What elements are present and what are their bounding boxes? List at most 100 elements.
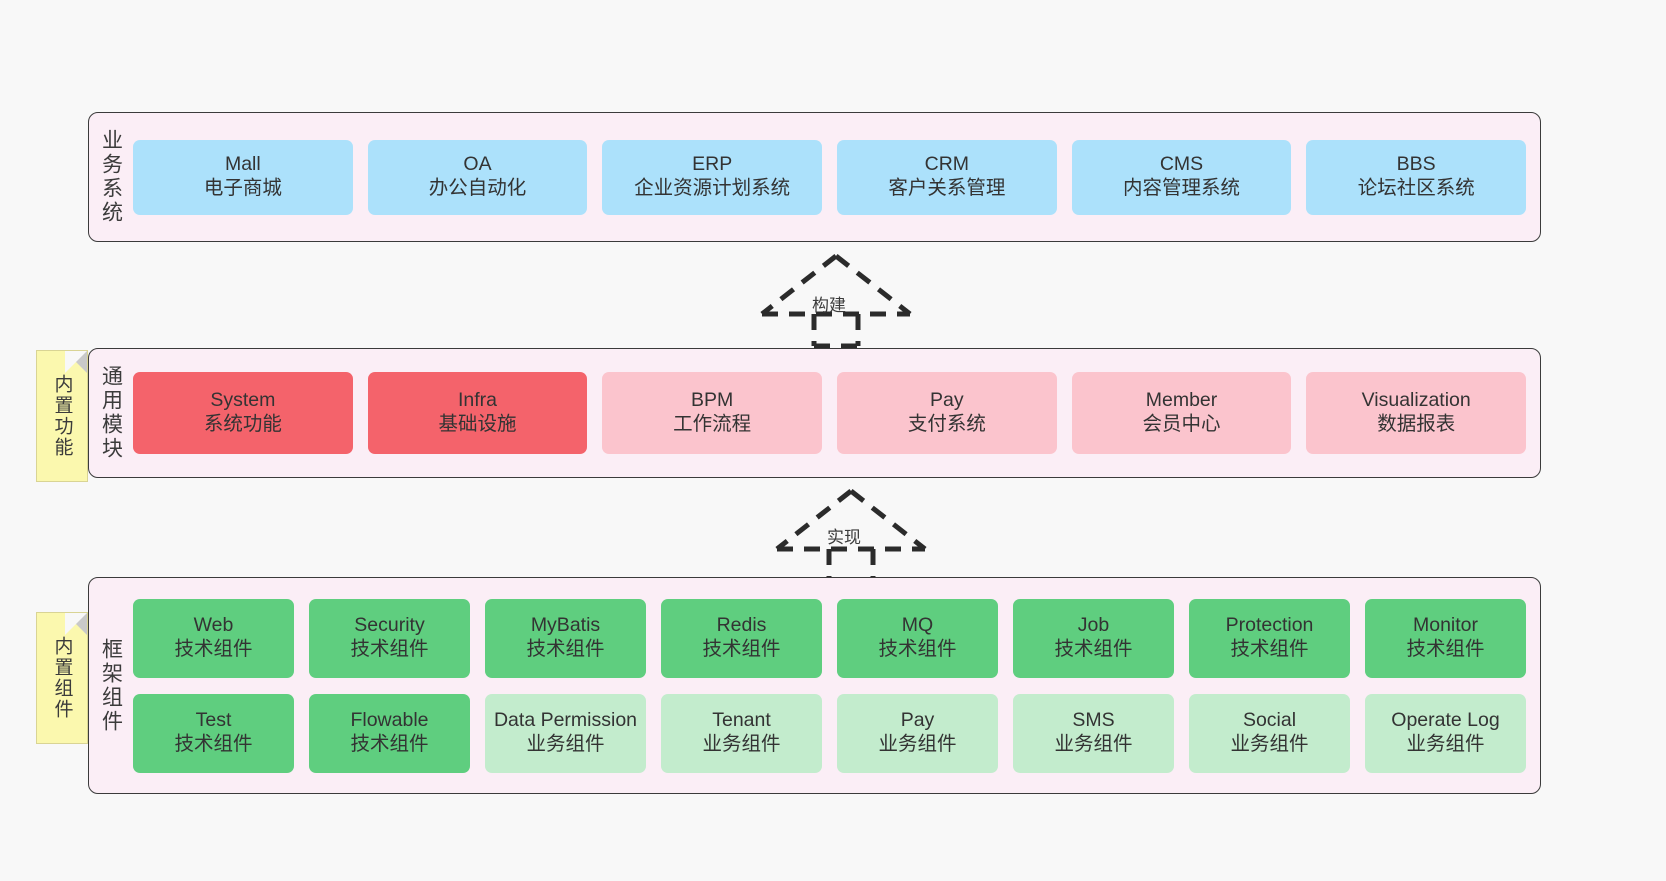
node-mybatis[interactable]: MyBatis 技术组件 (485, 598, 646, 678)
node-sms[interactable]: SMS 业务组件 (1013, 693, 1174, 773)
node-subtitle: 业务组件 (702, 733, 781, 755)
node-protection[interactable]: Protection 技术组件 (1189, 598, 1350, 678)
node-title: Pay (900, 709, 935, 732)
node-title: Member (1145, 389, 1218, 412)
layer-framework-component-body: Web 技术组件 Security 技术组件 MyBatis 技术组件 Redi… (133, 578, 1540, 793)
sticky-note-builtin-function: 内置功能 (36, 350, 88, 482)
layer-common-module: 通用模块 System 系统功能 Infra 基础设施 BPM 工作流程 Pay… (88, 348, 1541, 478)
node-mall[interactable]: Mall 电子商城 (133, 139, 353, 215)
node-subtitle: 技术组件 (1054, 638, 1133, 660)
layer-business-system-body: Mall 电子商城 OA 办公自动化 ERP 企业资源计划系统 CRM 客户关系… (133, 113, 1540, 241)
node-subtitle: 技术组件 (526, 638, 605, 660)
node-title: OA (463, 153, 492, 176)
node-pay-component[interactable]: Pay 业务组件 (837, 693, 998, 773)
node-subtitle: 支付系统 (907, 413, 986, 435)
node-title: Operate Log (1391, 709, 1500, 732)
node-bpm[interactable]: BPM 工作流程 (602, 372, 823, 454)
sticky-note-builtin-component: 内置组件 (36, 612, 88, 744)
node-title: Visualization (1361, 389, 1471, 412)
node-tenant[interactable]: Tenant 业务组件 (661, 693, 822, 773)
node-title: Redis (716, 614, 767, 637)
node-redis[interactable]: Redis 技术组件 (661, 598, 822, 678)
node-subtitle: 业务组件 (1054, 733, 1133, 755)
node-pay-module[interactable]: Pay 支付系统 (837, 372, 1057, 454)
node-title: Data Permission (493, 709, 638, 732)
node-subtitle: 系统功能 (203, 413, 282, 435)
node-subtitle: 办公自动化 (428, 177, 527, 199)
node-title: Job (1077, 614, 1110, 637)
sticky-note-builtin-component-label: 内置组件 (51, 636, 73, 720)
node-title: Mall (224, 153, 261, 176)
node-title: Monitor (1412, 614, 1479, 637)
node-title: Pay (930, 389, 964, 412)
node-subtitle: 业务组件 (878, 733, 957, 755)
node-subtitle: 技术组件 (878, 638, 957, 660)
node-data-permission[interactable]: Data Permission 业务组件 (485, 693, 646, 773)
node-web[interactable]: Web 技术组件 (133, 598, 294, 678)
node-infra[interactable]: Infra 基础设施 (367, 372, 588, 454)
node-title: BPM (691, 389, 734, 412)
node-title: Tenant (712, 709, 771, 732)
node-subtitle: 论坛社区系统 (1357, 177, 1475, 199)
node-monitor[interactable]: Monitor 技术组件 (1365, 598, 1526, 678)
node-subtitle: 内容管理系统 (1123, 177, 1241, 199)
layer-common-module-title: 通用模块 (99, 365, 123, 461)
connector-build-arrow (760, 254, 912, 348)
node-subtitle: 技术组件 (174, 638, 253, 660)
node-subtitle: 业务组件 (1230, 733, 1309, 755)
node-title: Infra (457, 389, 498, 412)
node-title: MQ (901, 614, 934, 637)
node-title: CMS (1159, 153, 1204, 176)
node-security[interactable]: Security 技术组件 (309, 598, 470, 678)
layer-framework-component-title: 框架组件 (99, 637, 123, 734)
node-row: Mall 电子商城 OA 办公自动化 ERP 企业资源计划系统 CRM 客户关系… (133, 139, 1527, 215)
node-cms[interactable]: CMS 内容管理系统 (1071, 139, 1292, 215)
node-subtitle: 技术组件 (1230, 638, 1309, 660)
node-title: System (210, 389, 276, 412)
node-crm[interactable]: CRM 客户关系管理 (837, 139, 1057, 215)
node-bbs[interactable]: BBS 论坛社区系统 (1306, 139, 1527, 215)
node-title: SMS (1072, 709, 1115, 732)
node-oa[interactable]: OA 办公自动化 (367, 139, 588, 215)
node-row: Test 技术组件 Flowable 技术组件 Data Permission … (133, 693, 1526, 773)
node-subtitle: 工作流程 (673, 413, 752, 435)
node-title: BBS (1396, 153, 1436, 176)
node-visualization[interactable]: Visualization 数据报表 (1306, 372, 1527, 454)
node-title: Security (354, 614, 425, 637)
connector-implement-label: 实现 (827, 528, 861, 547)
node-job[interactable]: Job 技术组件 (1013, 598, 1174, 678)
node-subtitle: 企业资源计划系统 (634, 177, 791, 199)
node-subtitle: 技术组件 (350, 638, 429, 660)
node-row: Web 技术组件 Security 技术组件 MyBatis 技术组件 Redi… (133, 598, 1526, 678)
node-system[interactable]: System 系统功能 (133, 372, 353, 454)
node-operate-log[interactable]: Operate Log 业务组件 (1365, 693, 1526, 773)
node-subtitle: 业务组件 (1406, 733, 1485, 755)
node-subtitle: 技术组件 (1406, 638, 1485, 660)
sticky-note-builtin-function-label: 内置功能 (51, 374, 73, 458)
node-title: Web (193, 614, 234, 637)
node-subtitle: 客户关系管理 (888, 177, 1006, 199)
node-subtitle: 基础设施 (438, 413, 517, 435)
node-title: ERP (692, 153, 733, 176)
layer-framework-component: 框架组件 Web 技术组件 Security 技术组件 MyBatis 技术组件… (88, 577, 1541, 794)
node-erp[interactable]: ERP 企业资源计划系统 (602, 139, 823, 215)
node-title: Social (1242, 709, 1297, 732)
node-title: Test (195, 709, 232, 732)
connector-build-label: 构建 (812, 296, 846, 315)
node-title: CRM (924, 153, 970, 176)
node-social[interactable]: Social 业务组件 (1189, 693, 1350, 773)
layer-business-system-title: 业务系统 (99, 129, 123, 225)
node-subtitle: 业务组件 (526, 733, 605, 755)
node-title: Protection (1225, 614, 1314, 637)
node-subtitle: 技术组件 (174, 733, 253, 755)
layer-common-module-body: System 系统功能 Infra 基础设施 BPM 工作流程 Pay 支付系统… (133, 349, 1540, 477)
node-subtitle: 会员中心 (1142, 413, 1221, 435)
node-flowable[interactable]: Flowable 技术组件 (309, 693, 470, 773)
node-test[interactable]: Test 技术组件 (133, 693, 294, 773)
node-member[interactable]: Member 会员中心 (1071, 372, 1292, 454)
node-mq[interactable]: MQ 技术组件 (837, 598, 998, 678)
node-row: System 系统功能 Infra 基础设施 BPM 工作流程 Pay 支付系统… (133, 372, 1527, 454)
node-subtitle: 电子商城 (203, 177, 282, 199)
node-title: MyBatis (530, 614, 601, 637)
